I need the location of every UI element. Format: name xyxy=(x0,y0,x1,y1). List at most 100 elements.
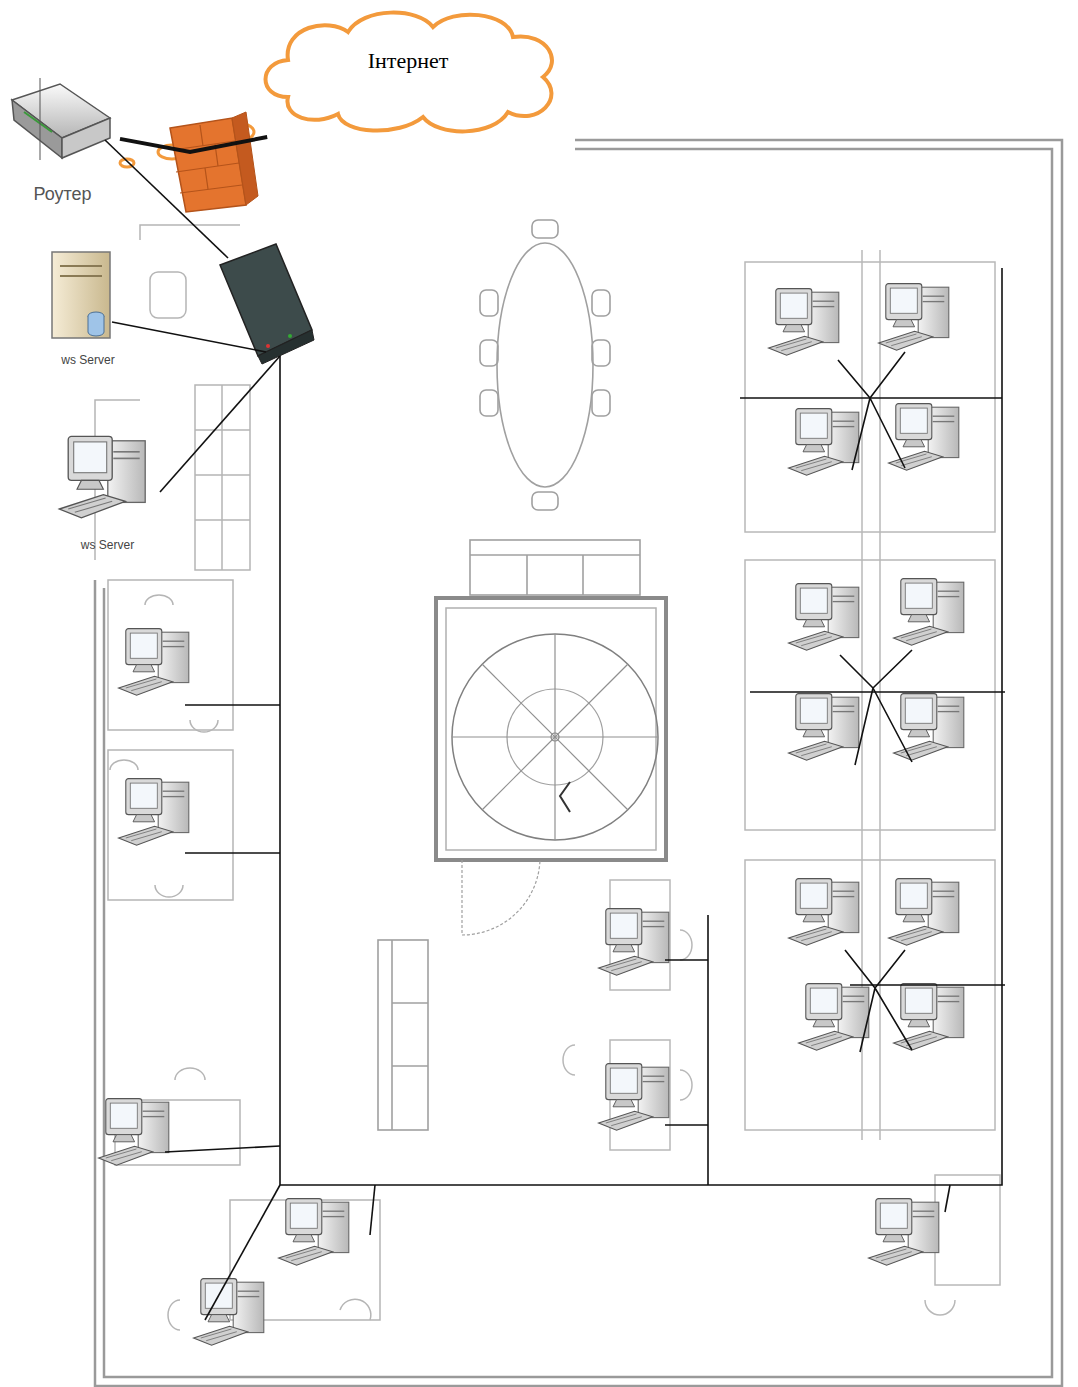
computer-icon xyxy=(99,1099,169,1166)
computer-icon xyxy=(279,1199,349,1266)
sofa-back xyxy=(470,554,640,556)
cloud-shape xyxy=(266,13,552,132)
firewall-icon xyxy=(170,112,258,212)
chair xyxy=(532,492,558,510)
brick-line xyxy=(176,163,239,172)
computer-icon xyxy=(869,1199,939,1266)
sofa-back xyxy=(391,940,393,1130)
sofa xyxy=(470,540,640,595)
workstation-node: ws Server xyxy=(45,430,170,555)
chair xyxy=(110,760,138,770)
computer-icon xyxy=(194,1279,264,1346)
cable xyxy=(370,1185,375,1235)
cable-star xyxy=(845,950,912,1052)
cable xyxy=(185,852,280,854)
chair xyxy=(340,1299,371,1320)
switch-led xyxy=(266,344,270,348)
node-label: ws Server xyxy=(81,538,134,552)
server-bay xyxy=(60,275,102,277)
table-top xyxy=(497,243,593,487)
chair xyxy=(480,340,498,366)
cable xyxy=(105,140,228,258)
chair xyxy=(150,272,186,318)
inner-wall xyxy=(104,149,1052,1377)
chair xyxy=(480,290,498,316)
computer-icon xyxy=(59,436,145,517)
computer-icon xyxy=(769,289,839,356)
stair-circle xyxy=(452,634,658,840)
walls xyxy=(95,140,1062,1386)
router-node: Роутер xyxy=(5,80,120,208)
sofa-seam xyxy=(526,555,528,595)
desk-block xyxy=(745,560,995,830)
chair xyxy=(480,390,498,416)
server-node: ws Server xyxy=(36,245,140,370)
desk xyxy=(108,750,233,900)
disk-body xyxy=(88,316,104,336)
network-cables xyxy=(105,140,1005,1320)
backbone-cable xyxy=(280,268,1002,1185)
node-label: Роутер xyxy=(33,184,91,205)
sofa-seam xyxy=(582,555,584,595)
computer-icon xyxy=(789,694,859,761)
cable xyxy=(707,915,709,1185)
stair-steps xyxy=(452,634,658,840)
chair xyxy=(532,220,558,238)
cable xyxy=(750,691,1005,693)
spiral-stair xyxy=(436,598,666,935)
server-bay xyxy=(60,265,102,267)
chair xyxy=(155,885,183,897)
brick-line xyxy=(200,125,203,146)
cable-star xyxy=(840,650,912,765)
cable xyxy=(665,1124,708,1126)
desk-block xyxy=(745,860,995,1130)
switch-led xyxy=(288,334,292,338)
computer-icon xyxy=(894,694,964,761)
firewall-bricks xyxy=(173,125,242,193)
computers xyxy=(59,284,963,1346)
chair xyxy=(145,595,173,605)
computer-icon xyxy=(789,584,859,651)
router-icon xyxy=(12,78,110,160)
node-label: Інтернет xyxy=(368,48,449,74)
cable xyxy=(665,959,708,961)
cable xyxy=(945,1185,950,1212)
outer-wall xyxy=(95,140,1062,1386)
cable xyxy=(112,322,266,352)
shelf-line xyxy=(221,385,223,570)
computer-icon xyxy=(119,629,189,696)
sofa-seam xyxy=(392,1065,428,1067)
cable xyxy=(185,704,280,706)
computer-icon xyxy=(879,284,949,351)
cable xyxy=(165,1146,280,1152)
router-side xyxy=(62,118,110,158)
brick-line xyxy=(205,168,208,189)
computer-icon xyxy=(894,984,964,1051)
computer-icon xyxy=(119,779,189,846)
chair xyxy=(563,1045,575,1075)
router-antenna xyxy=(40,78,41,160)
computer-icon xyxy=(894,579,964,646)
chair xyxy=(680,1070,692,1100)
chair xyxy=(592,390,610,416)
computer-icon xyxy=(789,879,859,946)
node-label: ws Server xyxy=(61,353,114,367)
computer-icon xyxy=(599,1064,669,1131)
computer-icon xyxy=(799,984,869,1051)
chair xyxy=(168,1300,180,1330)
server-case xyxy=(52,252,110,338)
firewall-side xyxy=(232,112,258,205)
desks xyxy=(563,250,1000,1315)
stair-arrow xyxy=(560,782,570,812)
sofa-seam xyxy=(392,1002,428,1004)
desk xyxy=(935,1175,1000,1285)
chair xyxy=(592,340,610,366)
chair xyxy=(925,1300,955,1315)
stair-step xyxy=(482,664,628,810)
stair-step xyxy=(482,664,628,810)
chair xyxy=(175,1068,205,1080)
switch-edge xyxy=(258,330,314,364)
